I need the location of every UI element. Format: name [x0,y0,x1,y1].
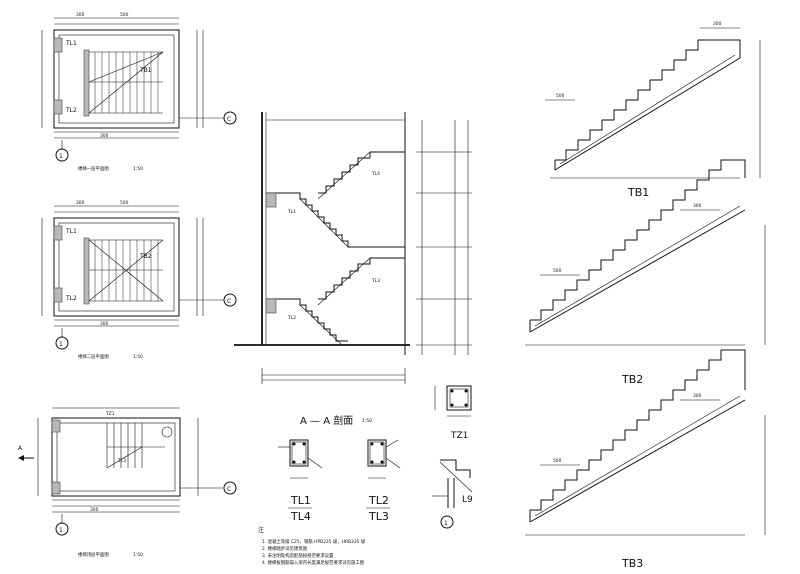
beam-label-tl1: TL1 [290,494,311,507]
axis-bubble-icon [55,522,69,536]
plan1-dim-bottom: 300 [100,133,109,139]
tb3-dim-left: 500 [553,458,562,464]
tb3-dim-top: 300 [693,393,702,399]
plan1-dim-top-2: 500 [120,12,129,18]
note-1: 1. 混凝土等级 C25，钢筋 HPB235 级，HRB335 级 [262,538,366,545]
axis-bubble-icon [440,515,454,529]
beam-section-tl1 [278,439,323,479]
slab-label-tb2: TB2 [621,373,643,386]
plan2-axis-1: 1 [59,341,63,348]
plan2-axis-c: C [227,298,231,305]
beam-label-tl2: TL2 [368,494,389,507]
column-label-tz1: TZ1 [450,431,468,441]
stair-plan-1 [41,17,224,150]
detail-label-ld: L9 [462,495,473,505]
axis-bubble-icon [223,293,237,307]
stair-plan-3 [18,407,224,524]
beam-label-tl3: TL3 [368,510,389,523]
note-4: 4. 楼梯板钢筋锚入梁内长度满足规范要求详见施工图 [262,559,365,566]
tb1-dim-top: 300 [713,21,722,27]
section-label-tl3: TL3 [371,278,380,284]
plan3-dim-bottom: 300 [90,507,99,513]
section-label-tl1: TL1 [287,209,296,215]
stair-slab-tb1 [545,27,761,179]
plan1-title: 楼梯一层平面图 [78,165,109,172]
plan2-label-tl1: TL1 [65,228,77,235]
plan3-axis-1: 1 [59,527,63,534]
plan2-dim-top-2: 500 [120,200,129,206]
plan3-title: 楼梯顶层平面图 [78,551,109,558]
stair-section-aa [234,112,472,384]
slab-label-tb1: TB1 [627,186,649,199]
note-2: 2. 楼梯踏步详见建筑图 [262,545,308,552]
detail-axis-1: 1 [444,520,448,527]
slab-label-tb3: TB3 [621,557,643,570]
plan2-label-tb2: TB2 [139,253,152,260]
plan2-dim-bottom: 300 [100,321,109,327]
axis-bubble-icon [55,148,69,162]
plan2-title: 楼梯二层平面图 [78,353,109,360]
beam-label-tl4: TL4 [290,510,311,523]
column-section-tz1 [434,385,472,417]
axis-bubble-icon [223,481,237,495]
section-scale: 1:50 [362,418,372,424]
plan1-label-tb1: TB1 [139,67,152,74]
plan1-dim-top: 300 [76,12,85,18]
note-3: 3. 未注明处构造配筋按规范要求设置 [262,552,334,559]
section-title: A — A 剖面 [300,414,353,427]
section-label-tl4: TL4 [371,171,380,177]
section-label-tl2: TL2 [287,315,296,321]
stair-slab-tb2 [525,159,766,346]
beam-section-tl2 [367,439,401,479]
axis-bubble-icon [223,111,237,125]
stair-slab-tb3 [525,349,766,536]
plan1-label-tl1: TL1 [65,40,77,47]
plan2-dim-top: 300 [76,200,85,206]
plan1-axis-1: 1 [59,153,63,160]
step-detail [432,459,473,508]
tb2-dim-top: 300 [693,203,702,209]
plan1-scale: 1:50 [133,166,143,172]
tb1-dim-left: 500 [556,93,565,99]
plan1-label-tl2: TL2 [65,107,77,114]
plan3-scale: 1:50 [133,552,143,558]
plan1-axis-c: C [227,116,231,123]
plan2-scale: 1:50 [133,354,143,360]
tb2-dim-left: 500 [553,268,562,274]
plan3-label-tz1: TZ1 [105,411,115,417]
plan3-axis-c: C [227,486,231,493]
stair-plan-2 [41,205,224,338]
plan2-label-tl2: TL2 [65,295,77,302]
plan3-label-tl3: TL3 [117,458,126,464]
notes-heading: 注 [258,526,264,534]
arrow-icon [18,455,24,461]
axis-bubble-icon [55,336,69,350]
section-marker-a: A [18,445,23,452]
